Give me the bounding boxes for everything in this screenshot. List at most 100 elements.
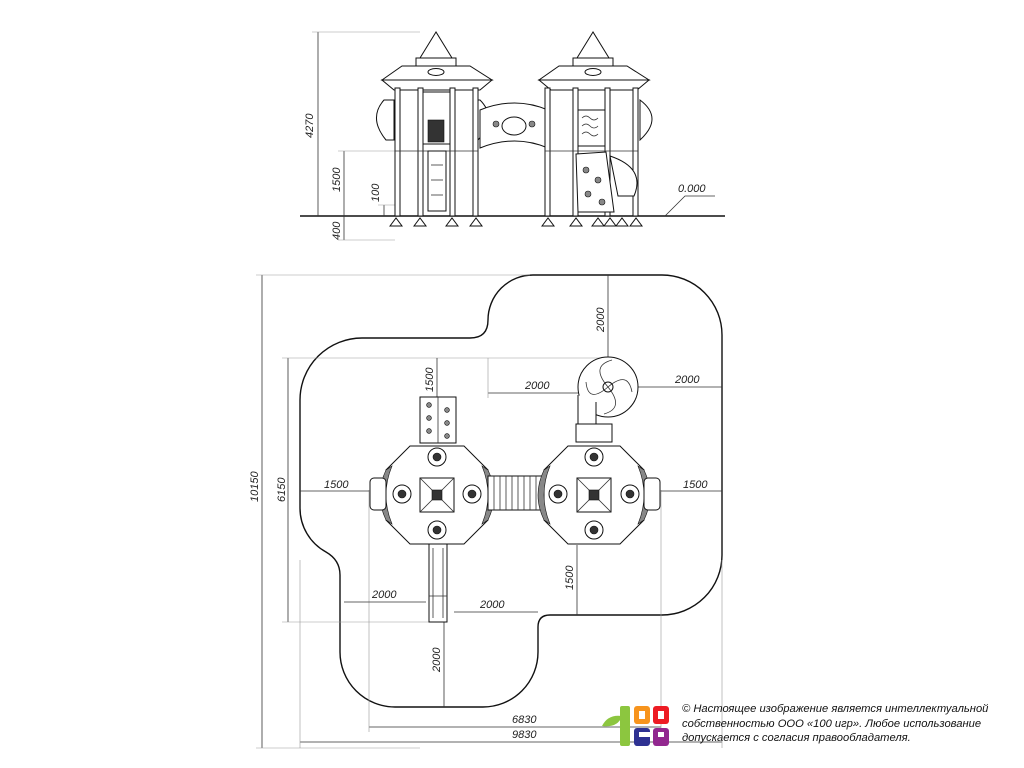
right-window-right-core bbox=[625, 489, 635, 499]
left-tower-elevation bbox=[376, 31, 494, 217]
right-wall-panel bbox=[577, 109, 606, 147]
left-window-left-core bbox=[397, 489, 407, 499]
footings bbox=[389, 217, 643, 227]
copyright-notice: © Настоящее изображение является интелле… bbox=[682, 702, 1012, 746]
dim-step-height: 100 bbox=[370, 183, 382, 202]
logo-digit-one bbox=[620, 706, 630, 746]
dim-top-offset: 2000 bbox=[595, 307, 607, 333]
right-window-top-core bbox=[589, 452, 599, 462]
footing-5 bbox=[541, 217, 555, 227]
left-hold-4 bbox=[444, 420, 450, 426]
climb-hold-2 bbox=[594, 176, 602, 184]
footing-6 bbox=[569, 217, 583, 227]
dim-left-zone: 1500 bbox=[324, 479, 349, 491]
bridge-elevation bbox=[479, 102, 549, 149]
footing-7 bbox=[591, 217, 605, 227]
left-panel-window bbox=[427, 119, 445, 143]
dim-climber-top-zone: 1500 bbox=[424, 367, 436, 392]
right-tower-spire bbox=[576, 31, 610, 59]
dim-equipment-width: 6830 bbox=[512, 714, 537, 726]
left-tower-spire bbox=[419, 31, 453, 59]
dim-overall-width: 9830 bbox=[512, 729, 537, 741]
dim-right-tower-bottom: 1500 bbox=[564, 565, 576, 590]
left-straight-slide bbox=[428, 543, 448, 623]
logo-letter-g-hole bbox=[639, 732, 650, 737]
left-hold-2 bbox=[444, 407, 450, 413]
bridge-dot-right bbox=[528, 120, 536, 128]
right-tower-elevation bbox=[537, 31, 653, 217]
left-post-2 bbox=[417, 87, 424, 217]
dim-slide-right-zone: 2000 bbox=[674, 374, 700, 386]
left-roof-eave bbox=[380, 79, 494, 91]
left-window-top-core bbox=[432, 452, 442, 462]
right-side-platform bbox=[643, 477, 661, 511]
left-window-right-core bbox=[467, 489, 477, 499]
left-hold-3 bbox=[426, 415, 432, 421]
right-post-1 bbox=[544, 87, 551, 217]
right-tower-hub bbox=[588, 489, 600, 501]
plan-view: 10150 6150 9830 6830 1500 1500 2000 2000… bbox=[249, 274, 723, 749]
logo-letter-o1-hole bbox=[639, 711, 645, 719]
right-roof-left bbox=[537, 465, 551, 525]
brand-logo bbox=[602, 706, 669, 746]
left-hold-1 bbox=[426, 402, 432, 408]
logo-letter-r-hole bbox=[658, 732, 664, 737]
bridge-slats bbox=[493, 476, 537, 510]
dim-overall-depth: 10150 bbox=[249, 471, 261, 502]
right-roof-emblem bbox=[584, 68, 602, 76]
right-spire-base bbox=[572, 57, 614, 67]
climb-hold-4 bbox=[598, 198, 606, 206]
left-window-bottom-core bbox=[432, 525, 442, 535]
left-hold-5 bbox=[426, 428, 432, 434]
right-window-left-core bbox=[553, 489, 563, 499]
dim-bottom-slide-right: 2000 bbox=[479, 599, 505, 611]
elevation-view: 0.000 4270 1500 100 400 bbox=[300, 31, 725, 241]
left-tower-hub bbox=[431, 489, 443, 501]
ground-level-label: 0.000 bbox=[678, 183, 706, 195]
right-tower-plan bbox=[537, 356, 661, 545]
dim-right-zone: 1500 bbox=[683, 479, 708, 491]
left-spire-base bbox=[415, 57, 457, 67]
dim-bottom-slide-left: 2000 bbox=[371, 589, 397, 601]
right-post-4 bbox=[632, 87, 639, 217]
dim-foundation-depth: 400 bbox=[331, 221, 343, 240]
footing-4 bbox=[469, 217, 483, 227]
logo-letter-o2-hole bbox=[658, 711, 664, 719]
bridge-porthole bbox=[501, 116, 527, 136]
left-hold-6 bbox=[444, 433, 450, 439]
copyright-line-3: допускается с согласия правообладателя. bbox=[682, 732, 911, 744]
footing-9 bbox=[615, 217, 629, 227]
dim-slide-top-zone: 2000 bbox=[524, 380, 550, 392]
right-window-bottom-core bbox=[589, 525, 599, 535]
copyright-line-2: собственностью ООО «100 игр». Любое испо… bbox=[682, 717, 982, 730]
left-side-platform bbox=[369, 477, 387, 511]
left-slide-elevation bbox=[427, 150, 447, 212]
dim-total-height: 4270 bbox=[304, 113, 316, 138]
left-post-1 bbox=[394, 87, 401, 217]
dim-platform-height: 1500 bbox=[331, 167, 343, 192]
right-post-2 bbox=[572, 87, 579, 217]
footing-10 bbox=[629, 217, 643, 227]
footing-1 bbox=[389, 217, 403, 227]
bridge-plan bbox=[487, 475, 545, 511]
left-post-3 bbox=[449, 87, 456, 217]
safety-zone-outline bbox=[299, 274, 723, 708]
footing-8 bbox=[603, 217, 617, 227]
right-side-cone bbox=[639, 98, 653, 142]
dim-equipment-depth: 6150 bbox=[276, 477, 288, 502]
climb-hold-3 bbox=[584, 190, 592, 198]
footing-2 bbox=[413, 217, 427, 227]
right-entry-deck bbox=[575, 423, 613, 443]
right-slide-curve bbox=[609, 155, 638, 197]
copyright-line-1: © Настоящее изображение является интелле… bbox=[682, 703, 989, 715]
left-tower-plan bbox=[369, 396, 495, 623]
footing-3 bbox=[445, 217, 459, 227]
bridge-dot-left bbox=[492, 120, 500, 128]
left-post-4 bbox=[472, 87, 479, 217]
left-side-cone bbox=[376, 99, 395, 141]
dim-bottom-zone: 2000 bbox=[431, 647, 443, 673]
right-panel-waves bbox=[581, 115, 599, 137]
left-roof-emblem bbox=[427, 68, 445, 76]
ground-leader bbox=[664, 195, 715, 217]
